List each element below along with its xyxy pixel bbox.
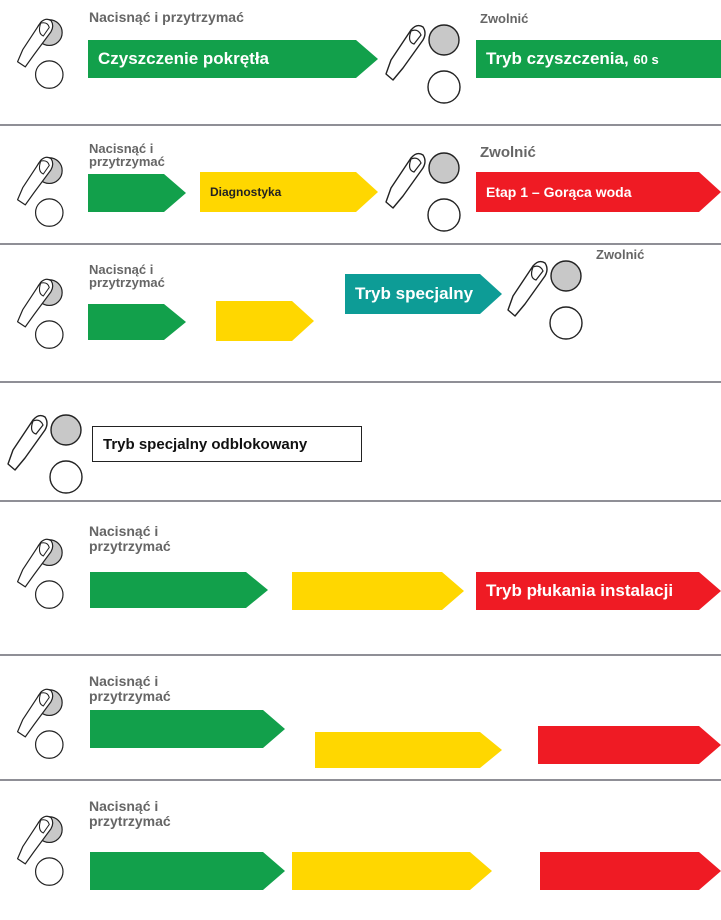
result-cleaning-mode: Tryb czyszczenia, 60 s <box>476 40 721 78</box>
step-red <box>538 726 721 764</box>
release-label: Zwolnić <box>480 144 536 161</box>
result-stage1-hot-water: Etap 1 – Gorąca woda <box>476 172 721 212</box>
finger-release-icon <box>384 140 464 235</box>
finger-press-icon <box>15 807 75 889</box>
step-clean-knob: Czyszczenie pokrętła <box>88 40 378 78</box>
step-green <box>90 710 285 748</box>
divider <box>0 779 721 781</box>
step-yellow <box>292 852 492 890</box>
step-yellow <box>292 572 464 610</box>
finger-release-icon <box>6 402 86 497</box>
step-red <box>540 852 721 890</box>
step-diagnostics: Diagnostyka <box>200 172 378 212</box>
step-green <box>90 572 268 608</box>
divider <box>0 654 721 656</box>
divider <box>0 124 721 126</box>
step-green <box>88 174 186 212</box>
result-flush-installation: Tryb płukania instalacji <box>476 572 721 610</box>
finger-release-icon <box>384 12 464 107</box>
hold-label: Nacisnąć i przytrzymać <box>89 9 244 25</box>
finger-press-icon <box>15 530 75 612</box>
finger-press-icon <box>15 270 75 352</box>
divider <box>0 243 721 245</box>
finger-release-icon <box>506 248 586 343</box>
divider <box>0 381 721 383</box>
release-label: Zwolnić <box>480 11 529 26</box>
step-yellow <box>315 732 502 768</box>
step-yellow <box>216 301 314 341</box>
divider <box>0 500 721 502</box>
status-special-unlocked: Tryb specjalny odblokowany <box>92 426 362 462</box>
finger-press-icon <box>15 10 75 92</box>
step-green <box>90 852 285 890</box>
result-special-mode: Tryb specjalny <box>345 274 502 314</box>
step-green <box>88 304 186 340</box>
finger-press-icon <box>15 148 75 230</box>
release-label: Zwolnić <box>596 247 645 262</box>
finger-press-icon <box>15 680 75 762</box>
